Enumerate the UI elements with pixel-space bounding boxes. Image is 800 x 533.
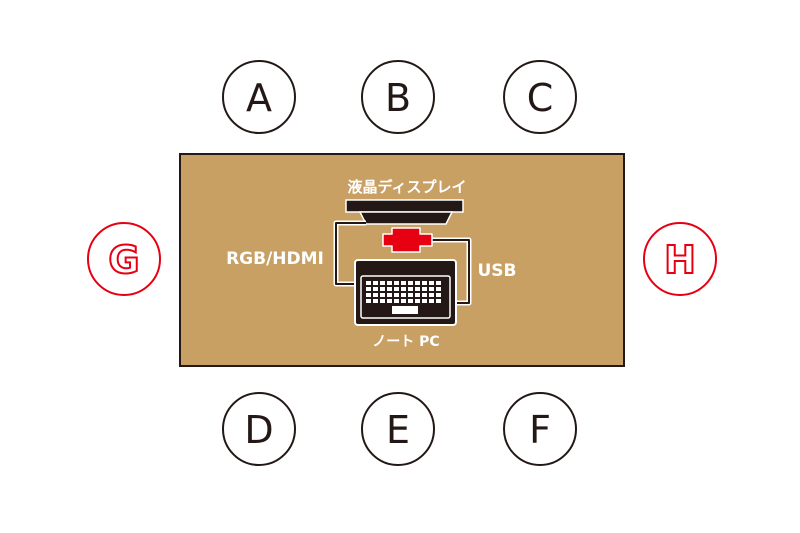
seat-b[interactable]: B xyxy=(361,60,435,134)
keyboard-key xyxy=(394,293,399,297)
seat-c[interactable]: C xyxy=(503,60,577,134)
seat-h-label: H xyxy=(664,238,696,282)
keyboard-key xyxy=(415,281,420,285)
trackpad xyxy=(392,306,418,314)
keyboard-key xyxy=(436,287,441,291)
keyboard-key xyxy=(429,299,434,303)
keyboard-key xyxy=(408,281,413,285)
rgb-hdmi-cable xyxy=(333,220,366,287)
seat-e-label: E xyxy=(386,408,410,452)
keyboard-key xyxy=(422,299,427,303)
keyboard-key xyxy=(373,287,378,291)
keyboard-key xyxy=(373,281,378,285)
usb-label: USB xyxy=(477,261,516,281)
keyboard-key xyxy=(429,281,434,285)
seat-a-label: A xyxy=(246,76,272,120)
keyboard-key xyxy=(366,281,371,285)
monitor-icon xyxy=(345,199,464,225)
keyboard-key xyxy=(436,281,441,285)
keyboard-key xyxy=(380,281,385,285)
notebook-label: ノート PC xyxy=(372,334,439,350)
keyboard-key xyxy=(401,299,406,303)
seat-d-label: D xyxy=(244,408,273,452)
seat-c-label: C xyxy=(527,76,554,120)
keyboard-key xyxy=(429,287,434,291)
keyboard-key xyxy=(415,299,420,303)
keyboard-key xyxy=(401,293,406,297)
keyboard-key xyxy=(387,281,392,285)
keyboard-key xyxy=(380,293,385,297)
keyboard-key xyxy=(394,281,399,285)
keyboard-key xyxy=(401,281,406,285)
keyboard-key xyxy=(366,293,371,297)
keyboard-key xyxy=(422,281,427,285)
keyboard-key xyxy=(415,293,420,297)
keyboard-key xyxy=(366,299,371,303)
seat-e[interactable]: E xyxy=(361,392,435,466)
seat-g-label: G xyxy=(108,238,139,282)
keyboard-key xyxy=(380,299,385,303)
seat-f[interactable]: F xyxy=(503,392,577,466)
keyboard-key xyxy=(401,287,406,291)
keyboard-key xyxy=(366,287,371,291)
keyboard-key xyxy=(373,299,378,303)
keyboard-key xyxy=(422,287,427,291)
keyboard-key xyxy=(380,287,385,291)
rgb-hdmi-label: RGB/HDMI xyxy=(226,249,324,269)
keyboard-key xyxy=(408,287,413,291)
keyboard-key xyxy=(429,293,434,297)
seat-a[interactable]: A xyxy=(222,60,296,134)
seat-g[interactable]: G xyxy=(87,222,161,296)
seat-b-label: B xyxy=(385,76,411,120)
keyboard-key xyxy=(408,299,413,303)
laptop-icon xyxy=(354,259,457,326)
keyboard-key xyxy=(415,287,420,291)
keyboard-key xyxy=(436,293,441,297)
keyboard-key xyxy=(387,287,392,291)
seat-h[interactable]: H xyxy=(643,222,717,296)
conference-device-icon xyxy=(382,227,433,253)
display-label: 液晶ディスプレイ xyxy=(348,178,467,196)
keyboard-key xyxy=(408,293,413,297)
keyboard-key xyxy=(373,293,378,297)
seat-f-label: F xyxy=(529,408,551,452)
keyboard-icon xyxy=(366,281,441,314)
keyboard-key xyxy=(436,299,441,303)
keyboard-key xyxy=(387,299,392,303)
usb-cable xyxy=(430,237,472,306)
keyboard-key xyxy=(394,287,399,291)
keyboard-key xyxy=(394,299,399,303)
seat-d[interactable]: D xyxy=(222,392,296,466)
keyboard-key xyxy=(387,293,392,297)
keyboard-key xyxy=(422,293,427,297)
